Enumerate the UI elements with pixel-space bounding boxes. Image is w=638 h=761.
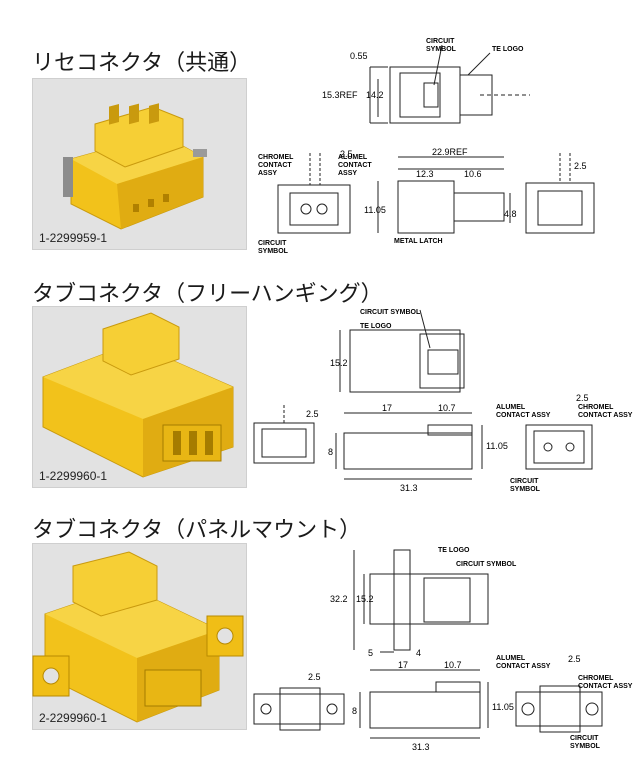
- product-photo-receptacle: 1-2299959-1: [32, 78, 247, 250]
- dim-142: 14.2: [366, 90, 384, 100]
- dim-5-panel: 5: [368, 648, 373, 658]
- product-photo-tab-free-hanging: 1-2299960-1: [32, 306, 247, 488]
- dim-25-top: 2.5: [340, 149, 353, 159]
- dim-107-panel: 10.7: [444, 660, 462, 670]
- part-number-receptacle: 1-2299959-1: [39, 231, 108, 245]
- dim-107-tab: 10.7: [438, 403, 456, 413]
- label-circuit-symbol-panel: CIRCUIT SYMBOL: [456, 561, 517, 568]
- receptacle-connector-image: [63, 103, 207, 230]
- section-title-receptacle: リセコネクタ（共通）: [32, 51, 252, 76]
- dim-1105-panel: 11.05: [492, 702, 514, 712]
- part-number-tab-panel-mount: 2-2299960-1: [39, 711, 108, 725]
- tab-panel-mount-top-view-drawing: TE LOGO CIRCUIT SYMBOL 32.2 15.2 5 4: [330, 547, 517, 658]
- dim-25b-tab: 2.5: [576, 393, 589, 403]
- dim-1105-tab: 11.05: [486, 441, 508, 451]
- label-te-logo-panel: TE LOGO: [438, 547, 470, 554]
- dim-123: 12.3: [416, 169, 434, 179]
- dim-8-panel: 8: [352, 706, 357, 716]
- dim-1105: 11.05: [364, 205, 386, 215]
- label-te-logo-top: TE LOGO: [492, 46, 524, 53]
- product-photo-tab-panel-mount: 2-2299960-1: [32, 543, 247, 730]
- tab-panel-mount-connector-image: [32, 551, 244, 723]
- part-number-tab-free-hanging: 1-2299960-1: [39, 469, 108, 483]
- dim-17-panel: 17: [398, 660, 408, 670]
- dim-229ref: 22.9REF: [432, 147, 468, 157]
- dim-153ref: 15.3REF: [322, 90, 358, 100]
- dim-25-tab: 2.5: [306, 409, 319, 419]
- label-metal-latch: METAL LATCH: [394, 238, 443, 245]
- dim-313-tab: 31.3: [400, 483, 418, 493]
- dim-152-panel: 15.2: [356, 594, 374, 604]
- dim-25-panel: 2.5: [308, 672, 321, 682]
- dim-152-tab: 15.2: [330, 358, 348, 368]
- tab-free-hanging-connector-image: [42, 312, 234, 478]
- section-title-tab-panel-mount: タブコネクタ（パネルマウント）: [32, 518, 362, 543]
- dim-48: 4.8: [504, 209, 517, 219]
- dim-25b: 2.5: [574, 161, 587, 171]
- label-te-logo-tab: TE LOGO: [360, 323, 392, 330]
- dim-322-panel: 32.2: [330, 594, 348, 604]
- dim-25b-panel: 2.5: [568, 654, 581, 664]
- tab-free-hanging-top-view-drawing: CIRCUIT SYMBOL TE LOGO 15.2: [330, 309, 465, 393]
- dim-313-panel: 31.3: [412, 742, 430, 752]
- dim-8-tab: 8: [328, 447, 333, 457]
- label-circuit-symbol-tab: CIRCUIT SYMBOL: [360, 309, 421, 316]
- dim-4-panel: 4: [416, 648, 421, 658]
- dim-106: 10.6: [464, 169, 482, 179]
- dim-055: 0.55: [350, 51, 368, 61]
- dim-17-tab: 17: [382, 403, 392, 413]
- section-title-tab-free-hanging: タブコネクタ（フリーハンギング）: [32, 282, 383, 307]
